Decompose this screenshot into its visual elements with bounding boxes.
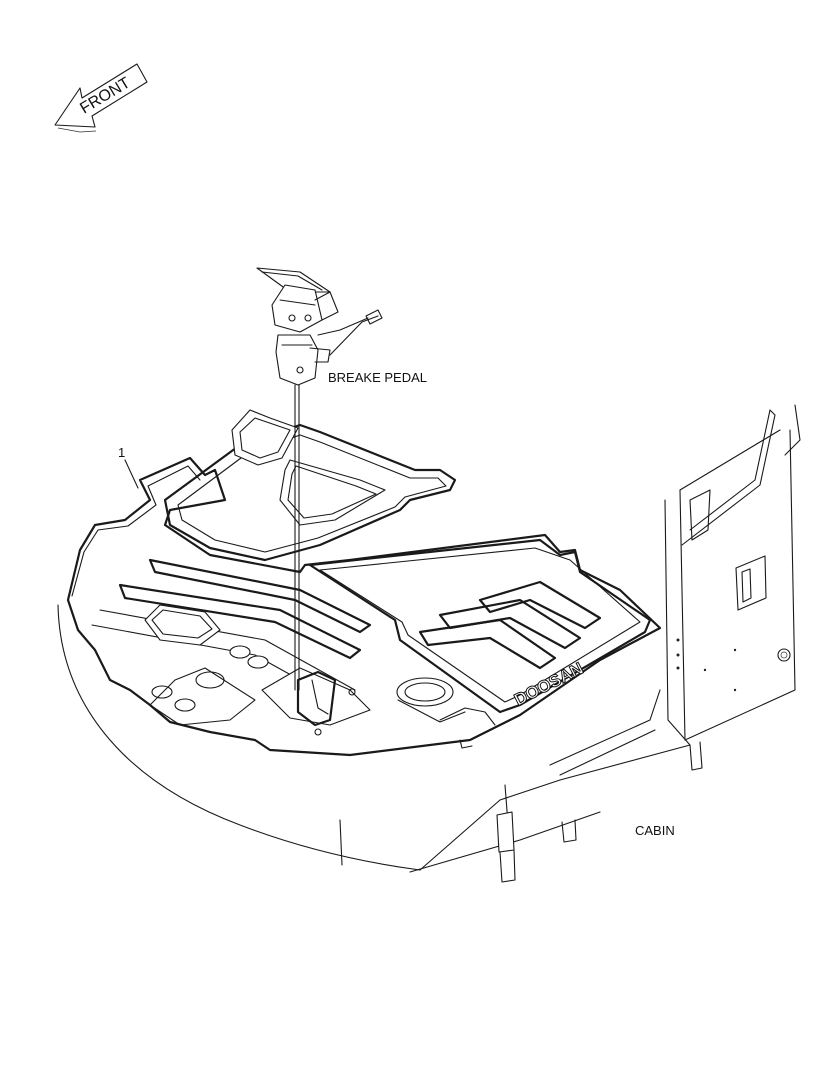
part-number-label: 1 [118, 445, 126, 460]
cabin-label: CABIN [635, 823, 675, 838]
front-arrow-icon: FRONT [54, 63, 148, 133]
cabin-body [57, 404, 801, 883]
brake-pedal-assembly [256, 267, 383, 691]
brake-pedal-label: BREAKE PEDAL [328, 370, 427, 385]
part-1-leader [124, 459, 139, 489]
floor-mat: DOOSAN [66, 409, 662, 757]
mat-logo-text: DOOSAN [511, 659, 586, 710]
